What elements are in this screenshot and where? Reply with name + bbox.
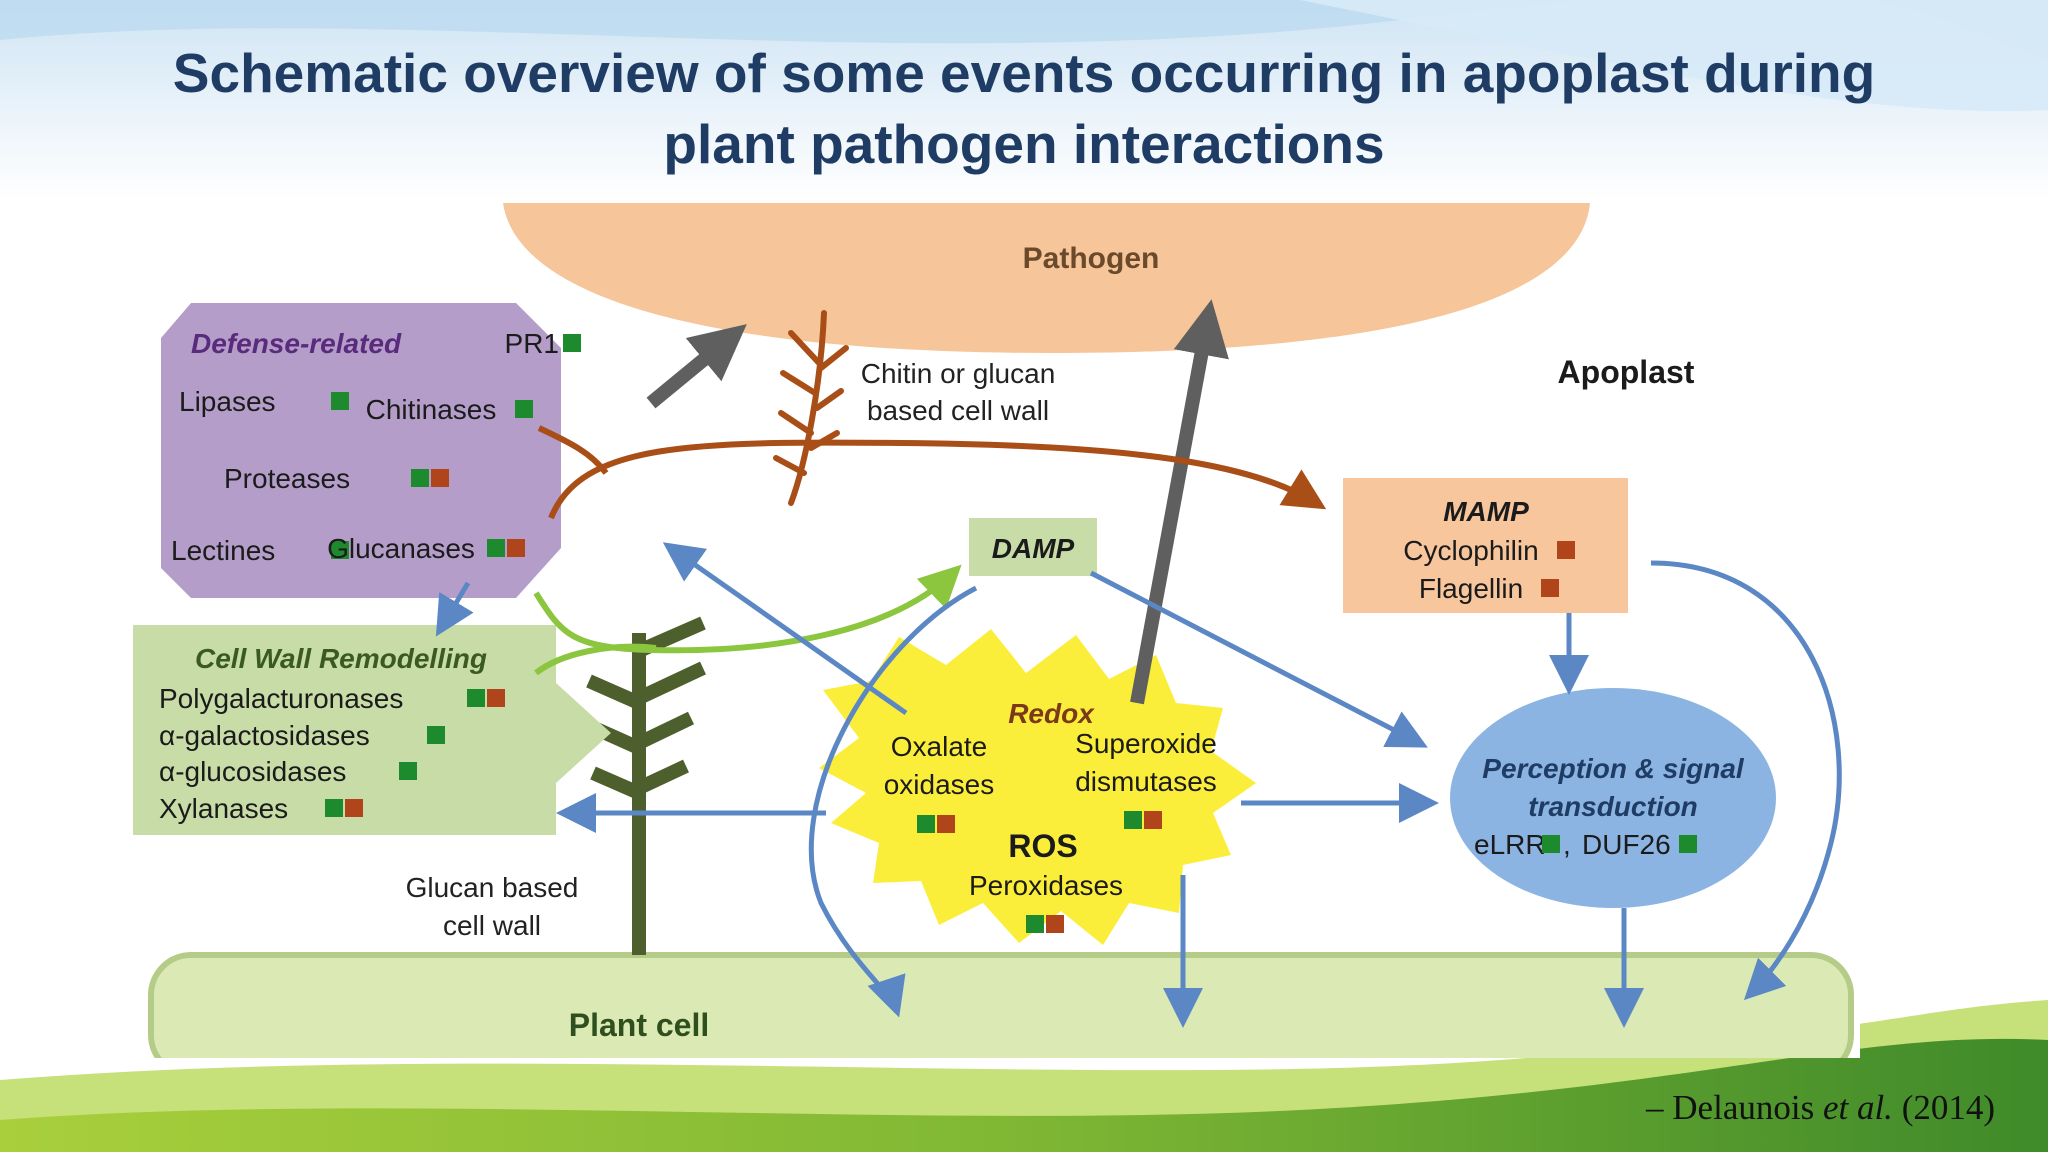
sky-wave-2 [1300,0,2048,112]
glucan-wall-structure [580,616,706,955]
mamp-box [1343,478,1628,613]
citation-prefix: – Delaunois [1646,1088,1823,1127]
proteases-label: Proteases [224,463,350,494]
polygalacturonases-brown-marker [487,689,505,707]
cell-wall-remodelling-title: Cell Wall Remodelling [195,643,487,674]
arrow-damp-to-plantcell [808,585,978,1018]
alpha-galactosidases-green-marker [427,726,445,744]
mamp-title: MAMP [1443,496,1529,527]
oxalate-label-2: oxidases [884,769,995,800]
redox-ros-star [819,629,1256,945]
sky-wave [0,0,2048,60]
damp-box [969,518,1097,576]
duf26-label: DUF26 [1582,829,1671,860]
oxalate-green-marker [917,815,935,833]
defense-related-title: Defense-related [191,328,402,359]
alpha-glucosidases-green-marker [399,762,417,780]
alpha-glucosidases-label: α-glucosidases [159,756,346,787]
damp-label: DAMP [992,533,1075,564]
peroxidases-label: Peroxidases [969,870,1123,901]
grass-hill-front [0,1038,2048,1152]
citation-year: (2014) [1892,1088,1995,1127]
arrow-defense-to-remodelling [435,581,474,637]
chitinases-label: Chitinases [366,394,497,425]
defense-related-box [161,303,561,598]
title-line-2: plant pathogen interactions [663,113,1385,175]
pr1-label: PR1 [505,328,559,359]
lipases-green-marker [331,392,349,410]
title-line-1: Schematic overview of some events occurr… [172,42,1876,104]
chitin-fragment-curve [537,425,609,475]
arrow-redox-to-glucanases [662,542,908,716]
redox-title: Redox [1008,698,1095,729]
glucanases-green-marker [487,539,505,557]
proteases-green-marker [411,469,429,487]
perception-line-1: Perception & signal [1482,753,1745,784]
lectines-green-marker [331,541,349,559]
glucanases-brown-marker [507,539,525,557]
xylanases-label: Xylanases [159,793,288,824]
plant-cell-shape [148,952,1854,1058]
proteases-brown-marker [431,469,449,487]
cell-wall-remodelling-box [133,625,611,835]
superoxide-brown-marker [1144,811,1162,829]
glucan-wall-label-1: Glucan based [406,872,579,903]
polygalacturonases-label: Polygalacturonases [159,683,403,714]
superoxide-label-1: Superoxide [1075,728,1217,759]
arrow-chitinases-to-pathogen [646,324,747,409]
polygalacturonases-green-marker [467,689,485,707]
elrr-label: eLRR [1474,829,1546,860]
pathogen-label: Pathogen [1023,242,1160,275]
pathogen-shape [503,203,1590,353]
glucan-wall-label-2: cell wall [443,910,541,941]
lectines-label: Lectines [171,535,275,566]
oxalate-label-1: Oxalate [891,731,988,762]
arrow-damp-to-perception [1089,570,1428,748]
plant-cell-label: Plant cell [569,1007,710,1043]
xylanases-green-marker [325,799,343,817]
glucanases-label: Glucanases [327,533,475,564]
duf26-green-marker [1679,835,1697,853]
xylanases-brown-marker [345,799,363,817]
perception-line-2: transduction [1528,791,1698,822]
superoxide-green-marker [1124,811,1142,829]
figure-panel: Pathogen Apoplast Plant cell Glucan base… [131,203,1860,1058]
flagellin-label: Flagellin [1419,573,1523,604]
oxalate-brown-marker [937,815,955,833]
chitinases-green-marker [515,400,533,418]
elrr-green-marker [1542,835,1560,853]
arrow-chitin-to-mamp [548,439,1327,520]
peroxidases-green-marker [1026,915,1044,933]
perception-separator: , [1563,829,1571,860]
cyclophilin-brown-marker [1557,541,1575,559]
flagellin-brown-marker [1541,579,1559,597]
citation-et-al: et al. [1822,1088,1893,1127]
slide-title: Schematic overview of some events occurr… [60,38,1988,180]
remodelling-fragment-curve [534,643,657,676]
arrow-redox-to-pathogen [1130,299,1229,705]
citation: – Delaunois et al. (2014) [1515,1088,1995,1128]
pr1-green-marker [563,334,581,352]
apoplast-label: Apoplast [1558,354,1695,390]
lipases-label: Lipases [179,386,276,417]
arrow-cellwall-to-damp [533,564,962,654]
superoxide-label-2: dismutases [1075,766,1217,797]
ros-label: ROS [1008,828,1077,864]
chitin-wall-label-2: based cell wall [867,395,1049,426]
arrow-mamp-to-plantcell [1650,560,1842,1001]
peroxidases-brown-marker [1046,915,1064,933]
apoplast-diagram: Pathogen Apoplast Plant cell Glucan base… [133,203,1854,1058]
alpha-galactosidases-label: α-galactosidases [159,720,370,751]
cyclophilin-label: Cyclophilin [1403,535,1538,566]
chitin-wall-label-1: Chitin or glucan [861,358,1056,389]
